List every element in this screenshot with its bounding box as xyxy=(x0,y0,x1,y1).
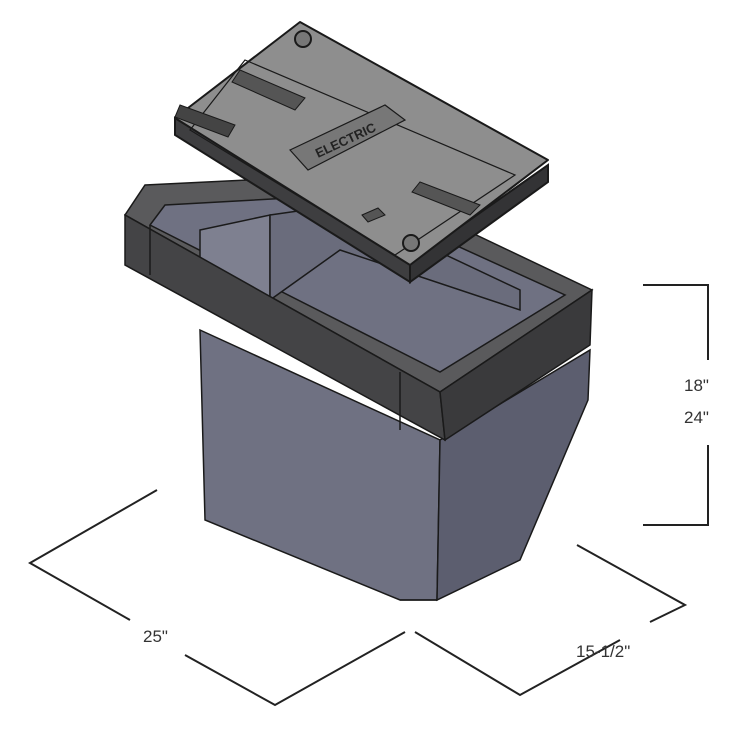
box-body xyxy=(199,328,591,602)
length-label: 25" xyxy=(143,627,168,646)
width-label: 15-1/2" xyxy=(576,642,631,661)
lid: ELECTRIC xyxy=(174,21,549,284)
height-label-18: 18" xyxy=(684,376,709,395)
box-rim xyxy=(123,174,594,442)
dimension-lines xyxy=(27,284,709,707)
height-label-24: 24" xyxy=(684,408,709,427)
